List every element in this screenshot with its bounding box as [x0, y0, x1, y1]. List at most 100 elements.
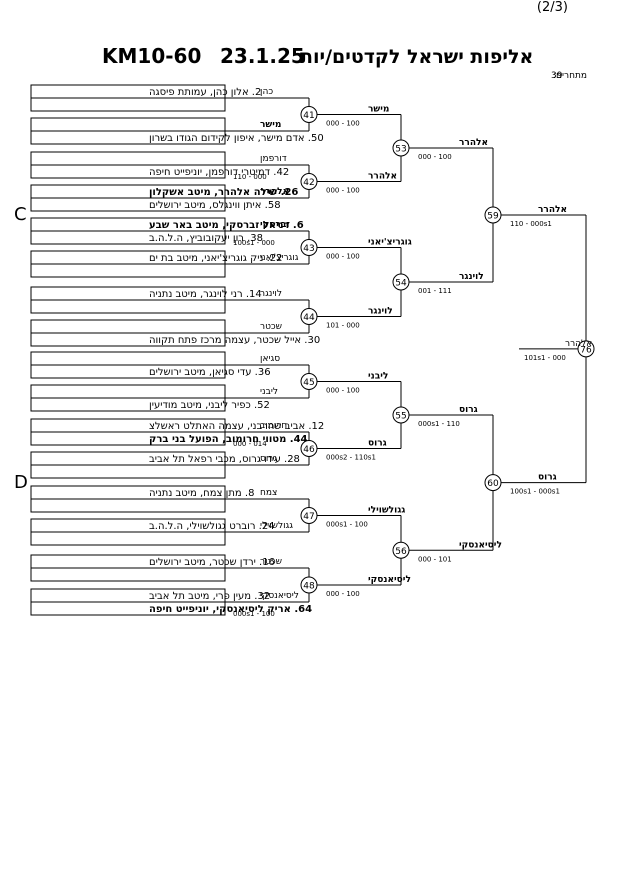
match-score: 000 - 100 — [326, 120, 360, 128]
entry-box — [30, 384, 226, 399]
entry-surname: ליבני — [260, 387, 278, 397]
entry-surname: גרוס — [260, 454, 277, 464]
section-letter-d: D — [14, 472, 28, 493]
match-winner: אלהרר — [459, 138, 488, 148]
entrants-label: מתחרים: — [553, 71, 588, 81]
entry-box — [30, 431, 226, 446]
entry-box — [30, 498, 226, 513]
entry-box — [30, 464, 226, 479]
entry-name: 28. עידו גרוס, מכבי רפאל תל אביב — [149, 454, 300, 465]
pair-score: 110 - 000 — [233, 173, 267, 181]
entry-box — [30, 319, 226, 334]
entry-box — [30, 567, 226, 582]
entry-name: 42. דמיטרי דורפמן, יוניפייט חיפה — [149, 167, 289, 178]
entry-box — [30, 531, 226, 546]
entry-surname: אלהרר — [260, 187, 289, 197]
match-number: 54 — [395, 279, 407, 289]
entry-box — [30, 351, 226, 366]
entry-surname: גגולשוילי — [260, 521, 293, 531]
section-letter-c: C — [14, 204, 27, 225]
match-score: 000 - 100 — [326, 387, 360, 395]
match-score: 000s1 - 110 — [418, 420, 460, 428]
entry-surname: מישר — [260, 120, 281, 130]
entry-name: 30. אייל שכטר, עצמה מרכז פתח תקווה — [149, 335, 320, 346]
match-number: 55 — [395, 412, 406, 422]
match-score: 000 - 100 — [326, 187, 360, 195]
match-circle — [577, 340, 595, 358]
entry-name: 58. איתן ווינגלס, מיטב ירושלים — [149, 200, 281, 211]
match-number: 48 — [303, 582, 315, 592]
match-winner: ליסיאנסקי — [459, 540, 502, 550]
entry-name: 14. רני לוינגר, מיטב נתניה — [149, 289, 262, 300]
match-score: 101 - 000 — [326, 322, 360, 330]
match-number: 47 — [303, 512, 314, 522]
match-winner: גוגריצ'יאני — [368, 238, 412, 248]
match-number: 76 — [580, 345, 592, 355]
entry-name: 6. דניאל זברסקי, מיטב באר שבע — [149, 220, 304, 231]
entry-surname: לוינגר — [260, 289, 282, 299]
final-winner: אלהרר — [565, 339, 592, 349]
entry-surname: דורפמן — [260, 154, 287, 164]
entry-surname: צמח — [260, 488, 277, 498]
entry-box — [30, 263, 226, 278]
entry-box — [30, 117, 226, 132]
match-number: 46 — [303, 445, 315, 455]
entry-name: 64. אריק ליסיאנסקי, יוניפייט חיפה — [149, 604, 312, 615]
entry-name: 44. מטווי חרומוב, הפועל בני ברק — [149, 434, 308, 445]
match-score: 000s1 - 100 — [326, 521, 368, 529]
entry-name: 16. ירדן שכטר, מיטב ירושלים — [149, 557, 275, 568]
match-winner: ליסיאנסקי — [368, 575, 411, 585]
match-score: 000s2 - 110s1 — [326, 454, 376, 462]
match-number: 42 — [303, 178, 314, 188]
entry-name: 22. ניק גוגריצ'יאני, מיטב בת ים — [149, 253, 283, 264]
pair-score: 100s1 - 000 — [233, 239, 275, 247]
pair-score: 000s1 - 100 — [233, 610, 275, 618]
match-number: 56 — [395, 547, 407, 557]
entry-name: 12. אביב שהרבני, עצמה האתלט ראשלצ — [149, 421, 324, 432]
match-winner: גגולשוילי — [368, 506, 405, 516]
match-number: 45 — [303, 378, 314, 388]
entry-name: 8. מתן צמח, מיטב נתניה — [149, 488, 254, 499]
entry-box — [30, 164, 226, 179]
entry-box — [30, 332, 226, 347]
match-winner: לוינגר — [368, 307, 393, 317]
tournament-code: KM10-60 — [102, 44, 202, 68]
tournament-title: אליפות ישראל לקדטים/יות — [300, 46, 534, 68]
match-score: 100s1 - 000s1 — [510, 488, 560, 496]
entry-box — [30, 197, 226, 212]
match-winner: אלהרר — [368, 172, 397, 182]
entry-box — [30, 299, 226, 314]
match-winner: גרוס — [459, 405, 478, 415]
match-score: 000 - 100 — [326, 590, 360, 598]
entry-name: 52. כפיר ליבני, מיטב מודיעין — [149, 400, 270, 411]
match-number: 43 — [303, 244, 314, 254]
entrants-count: 39 — [551, 71, 563, 81]
entry-surname: זברסקי — [260, 220, 290, 230]
entry-surname: שכטר — [260, 557, 282, 567]
entry-box — [30, 397, 226, 412]
entry-name: 50. אדם מישר, איפון לקידום הגודו בשרון — [149, 133, 324, 144]
entry-box — [30, 130, 226, 145]
entry-name: 38. רון יעקובוביץ, ה.ל.ה.ב — [149, 233, 263, 244]
match-winner: ליבני — [368, 372, 388, 382]
entry-box — [30, 97, 226, 112]
match-score: 000 - 101 — [418, 555, 452, 563]
match-number: 53 — [395, 145, 406, 155]
page-number: (2/3) — [536, 0, 568, 15]
match-number: 59 — [487, 212, 499, 222]
entry-surname: כהן — [260, 87, 273, 97]
match-score: 000 - 100 — [326, 253, 360, 261]
entry-surname: גוגריצ'יאני — [260, 253, 299, 263]
entry-name: 2. אלון כהן, עמותת פיסגה — [149, 87, 261, 98]
entry-name: 26. שילה אלהרר, מיטב אשקלון — [149, 187, 298, 198]
entry-surname: סגיאן — [260, 354, 280, 364]
entry-surname: שכטר — [260, 322, 282, 332]
entry-surname: חרומוב — [260, 421, 287, 431]
match-number: 41 — [303, 111, 314, 121]
match-winner: גרוס — [368, 439, 387, 449]
match-number: 44 — [303, 313, 315, 323]
entry-name: 32. מעין פרי, מיטב תל אביב — [149, 591, 270, 602]
entry-name: 36. עדי סגיאן, מיטב ירושלים — [149, 367, 271, 378]
pair-score: 000 - 014 — [233, 440, 267, 448]
